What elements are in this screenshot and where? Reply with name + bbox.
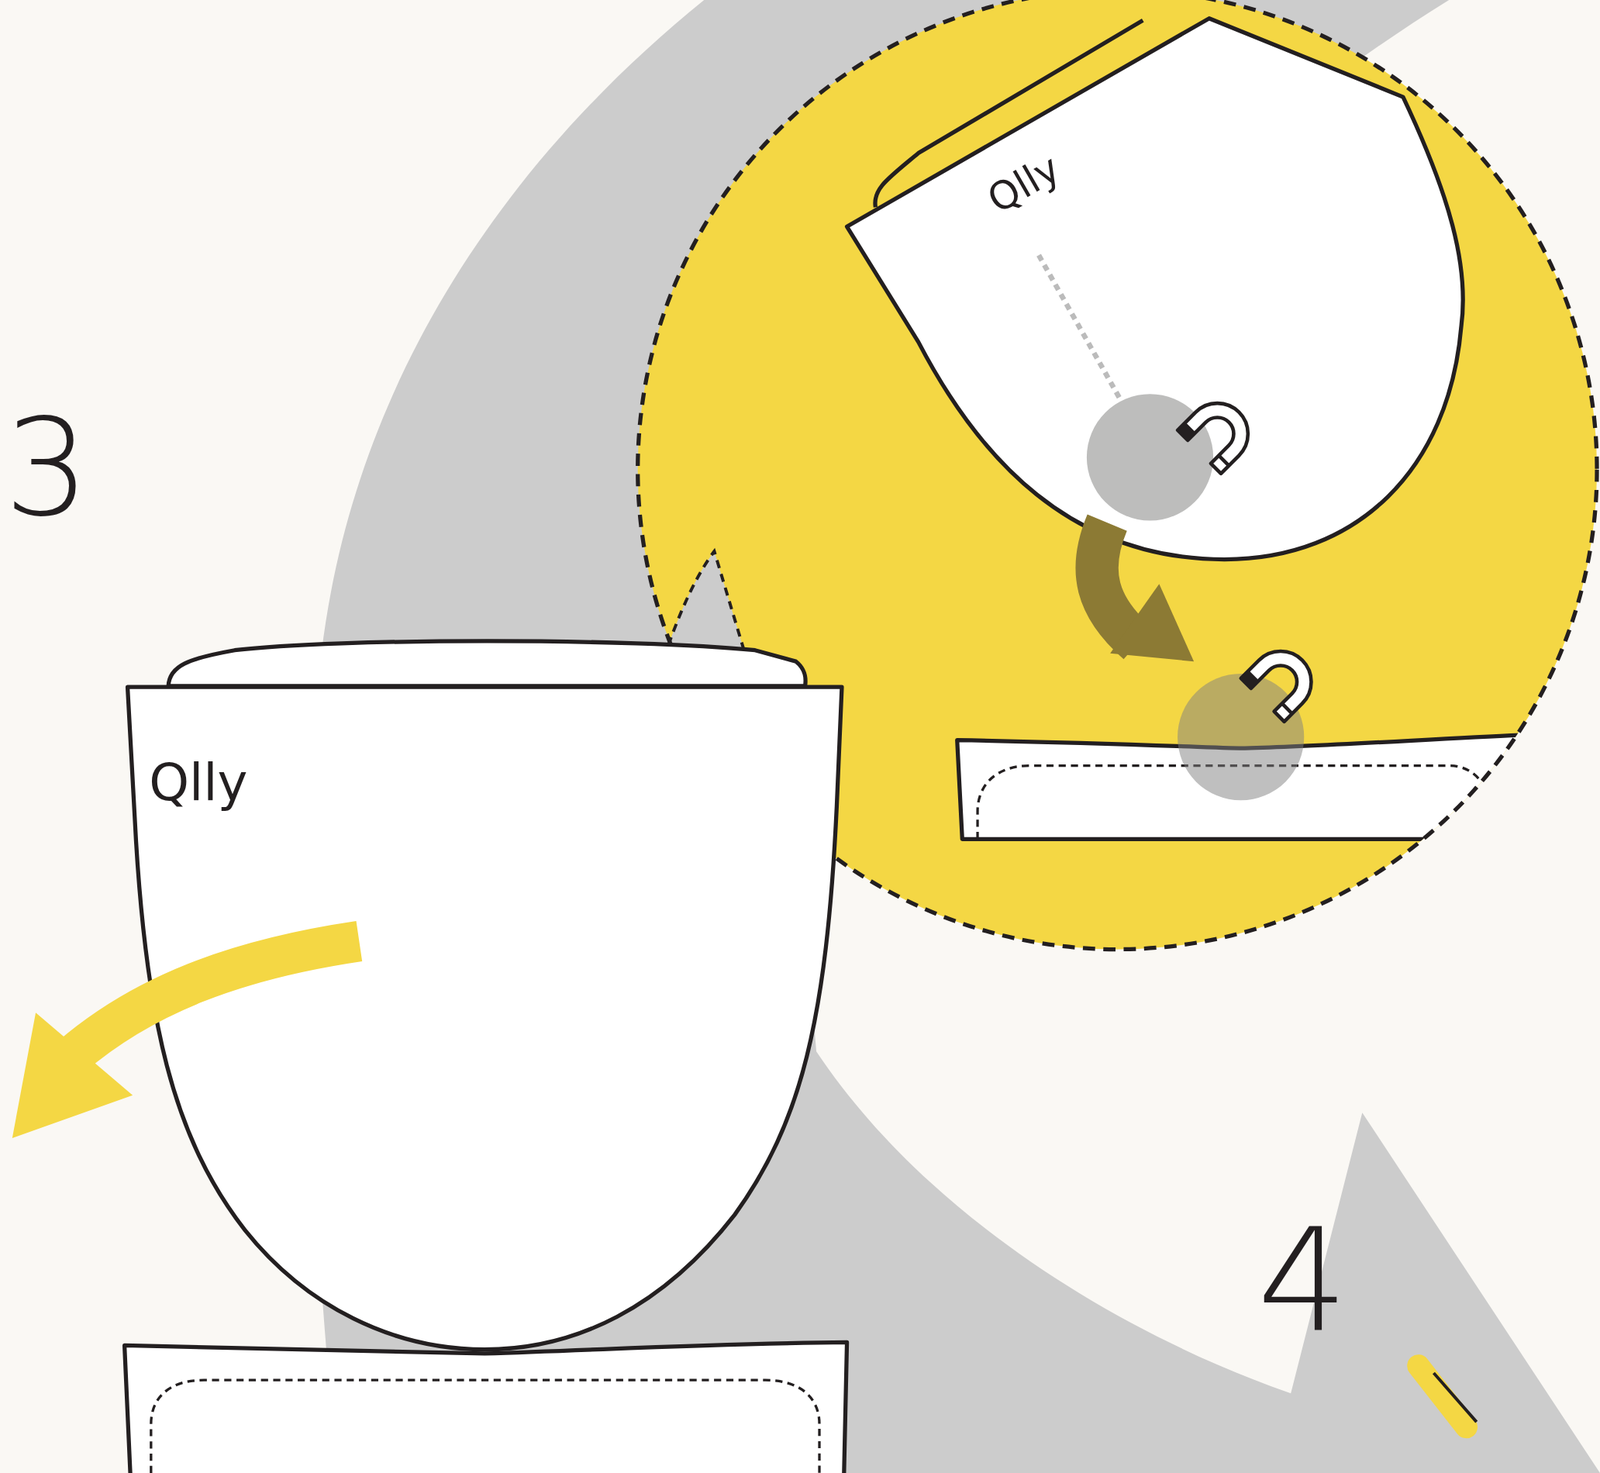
- leader-dots: [1038, 255, 1123, 404]
- black-dash: [1433, 1372, 1476, 1422]
- drop-arrow-head: [1110, 583, 1194, 662]
- yellow-dash: [1418, 1365, 1467, 1428]
- turn-arrow: [71, 941, 359, 1057]
- grey-peak: [668, 551, 745, 654]
- brand-logo: Qlly: [148, 757, 248, 809]
- pot-body: [127, 686, 842, 1350]
- zoom-content: [847, 18, 1521, 840]
- tilted-pot: [847, 18, 1464, 560]
- magnet-spot: [1177, 673, 1304, 800]
- turn-arrow-head: [12, 1012, 133, 1138]
- step-number: 3: [3, 400, 90, 535]
- magnet-symbol: [1177, 390, 1261, 474]
- magnet-symbol: [1241, 638, 1325, 722]
- saucer: [124, 1341, 848, 1473]
- pot-rim: [168, 641, 806, 687]
- saucer-dash: [151, 1379, 820, 1473]
- step-number: 4: [1257, 1209, 1349, 1352]
